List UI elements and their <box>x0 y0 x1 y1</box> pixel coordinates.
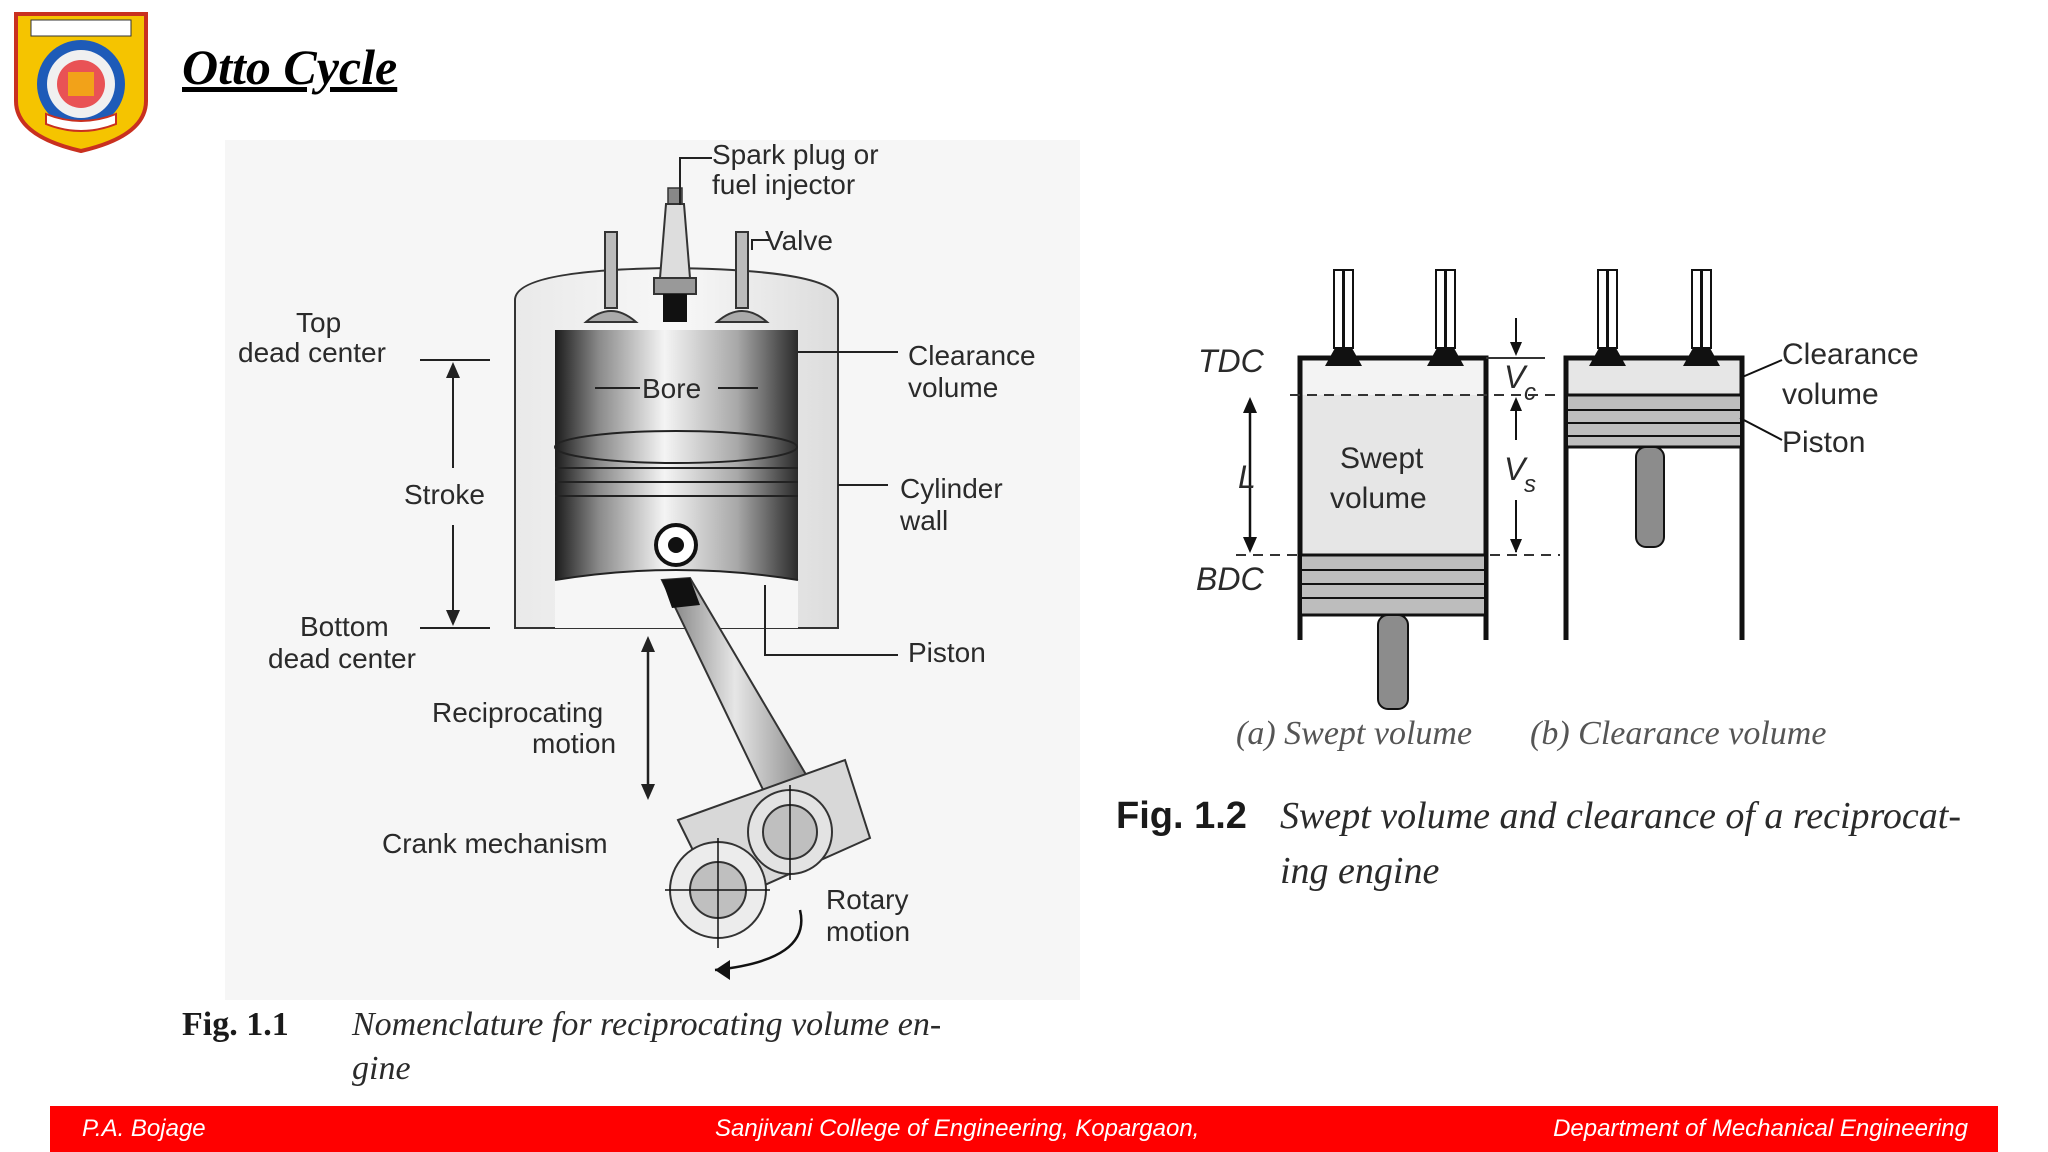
footer-college: Sanjivani College of Engineering, Koparg… <box>715 1115 1200 1142</box>
label-crank-mechanism: Crank mechanism <box>382 828 608 859</box>
label-stroke: Stroke <box>404 479 485 510</box>
label-clearance-volume: volume <box>1782 378 1879 411</box>
label-spark-plug: Spark plug or <box>712 139 879 170</box>
footer-author: P.A. Bojage <box>82 1115 206 1142</box>
piston-rod-b <box>1635 446 1665 548</box>
label-v-swept: V <box>1504 451 1528 487</box>
label-subscript-c: c <box>1524 379 1536 406</box>
valve-right <box>714 231 770 323</box>
label-clearance-volume: volume <box>908 372 998 403</box>
label-reciprocating: Reciprocating <box>432 697 603 728</box>
subcaption-b: (b) Clearance volume <box>1530 715 1826 752</box>
label-piston: Piston <box>908 637 986 668</box>
piston-rod-a <box>1377 614 1409 710</box>
fig1-caption-number: Fig. 1.1 <box>182 1006 289 1043</box>
label-bore: Bore <box>642 373 701 404</box>
label-swept-volume: volume <box>1330 482 1427 515</box>
label-bdc: BDC <box>1196 561 1264 597</box>
figure-1-2: TDC BDC L V c V s Swept volume Clearance… <box>1116 269 1961 892</box>
fig1-caption-line2: gine <box>352 1050 411 1087</box>
piston-top-edge <box>554 430 798 464</box>
college-logo <box>14 12 148 154</box>
swept-volume-cylinder <box>1236 269 1560 710</box>
label-rotary-motion: motion <box>826 916 910 947</box>
label-l: L <box>1238 459 1256 495</box>
subcaption-a: (a) Swept volume <box>1236 715 1472 752</box>
label-dead-center-top: dead center <box>238 337 386 368</box>
spark-plug <box>653 187 697 322</box>
label-valve: Valve <box>765 225 833 256</box>
slide-title: Otto Cycle <box>182 39 398 95</box>
label-recip-motion: motion <box>532 728 616 759</box>
fig2-caption-number: Fig. 1.2 <box>1116 795 1247 837</box>
label-cylinder: Cylinder <box>900 473 1003 504</box>
figure-1-1: Spark plug or fuel injector Valve Top de… <box>182 139 1080 1087</box>
label-dead-center-bottom: dead center <box>268 643 416 674</box>
fig2-caption-line1: Swept volume and clearance of a reciproc… <box>1280 795 1961 837</box>
label-tdc: TDC <box>1198 343 1265 379</box>
swept-volume-region <box>1300 395 1486 555</box>
clearance-volume-cylinder <box>1563 269 1783 640</box>
rotary-motion-arrow <box>714 909 803 972</box>
label-wall: wall <box>899 505 948 536</box>
label-subscript-s: s <box>1524 471 1536 498</box>
fig1-caption-line1: Nomenclature for reciprocating volume en… <box>351 1006 941 1043</box>
label-swept: Swept <box>1340 442 1424 475</box>
label-top: Top <box>296 307 341 338</box>
footer-department: Department of Mechanical Engineering <box>1553 1115 1968 1142</box>
label-fuel-injector: fuel injector <box>712 169 855 200</box>
valve-left <box>583 231 639 323</box>
label-clearance: Clearance <box>1782 338 1919 371</box>
label-rotary: Rotary <box>826 884 908 915</box>
fig2-caption-line2: ing engine <box>1280 850 1439 892</box>
piston-tdc <box>1568 395 1740 447</box>
label-clearance: Clearance <box>908 340 1036 371</box>
footer-bar: P.A. Bojage Sanjivani College of Enginee… <box>50 1106 1998 1152</box>
label-piston: Piston <box>1782 426 1865 459</box>
label-bottom: Bottom <box>300 611 389 642</box>
label-v-clearance: V <box>1504 359 1528 395</box>
